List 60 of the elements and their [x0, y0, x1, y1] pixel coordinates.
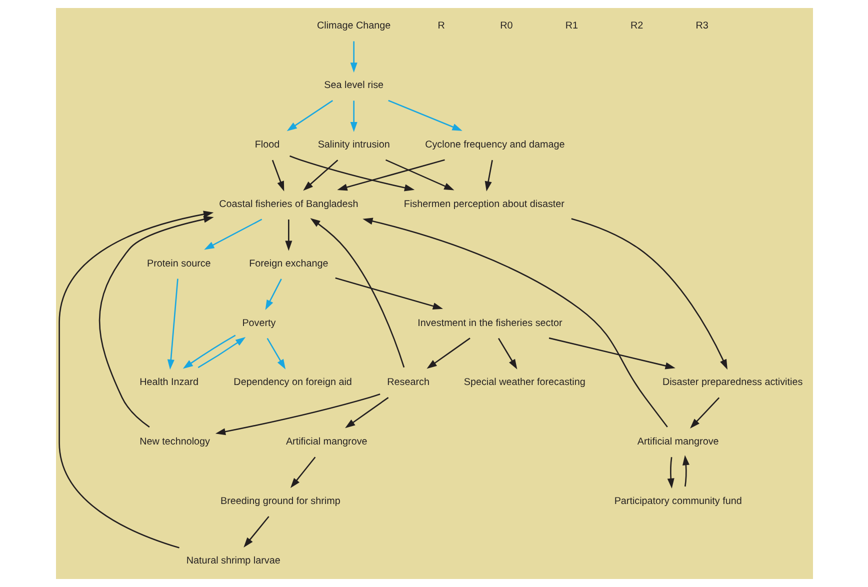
arrow — [284, 220, 292, 251]
arrow — [243, 516, 269, 548]
node-text: Breeding ground for shrimp — [220, 496, 340, 507]
arrow — [214, 393, 380, 436]
arrow — [336, 159, 444, 191]
arrow — [570, 218, 727, 370]
node-text: Cyclone frequency and damage — [424, 140, 564, 151]
node-text: Fishermen perception about disaster — [403, 198, 564, 210]
arrow — [197, 337, 246, 368]
arrow — [350, 100, 357, 132]
arrow — [289, 155, 414, 192]
node-text: Flood — [254, 140, 280, 151]
node-text: Foreign exchange — [248, 258, 328, 270]
node-text: Disaster preparedness activities — [662, 377, 802, 388]
arrow — [98, 216, 214, 428]
label: R0 — [500, 20, 512, 32]
arrow — [682, 455, 689, 487]
arrow — [58, 210, 214, 548]
label: R — [437, 20, 444, 32]
label: R1 — [564, 20, 578, 32]
arrow — [484, 160, 492, 192]
arrow — [302, 160, 338, 191]
label: R2 — [630, 20, 643, 32]
arrow — [690, 397, 720, 429]
node-text: New technology — [139, 436, 210, 448]
node-text: Poverty — [242, 318, 276, 329]
arrow — [204, 218, 262, 250]
node-text: Participatory community fund — [614, 496, 742, 507]
node-text: Artificial mangrove — [636, 436, 718, 448]
node-text: Health Inzard — [139, 377, 198, 388]
arrow — [384, 159, 454, 190]
node-text: Dependency on foreign aid — [233, 377, 352, 388]
node-text: Research — [386, 377, 429, 388]
arrow — [344, 397, 388, 428]
arrow — [182, 334, 236, 369]
arrow — [286, 100, 333, 132]
arrow — [271, 160, 284, 192]
arrow — [426, 338, 470, 369]
arrow — [548, 337, 675, 370]
node-text: Salinity intrusion — [317, 140, 390, 151]
arrow — [266, 338, 286, 370]
node-text: Protein source — [146, 258, 210, 270]
node-text: Coastal fisheries of Bangladesh — [218, 198, 358, 210]
arrow — [666, 457, 674, 488]
node-text: Natural shrimp larvae — [186, 555, 280, 566]
node-text: Climage Change — [316, 20, 390, 32]
arrow — [362, 218, 668, 428]
label: R3 — [695, 20, 708, 32]
node-text: Artificial mangrove — [285, 436, 367, 448]
arrow — [388, 100, 462, 131]
node-text: Investment in the fisheries sector — [417, 318, 562, 329]
node-text: Special weather forecasting — [463, 377, 585, 388]
arrow — [334, 277, 442, 310]
arrow — [310, 218, 404, 368]
arrow — [290, 456, 316, 488]
arrow — [350, 41, 357, 73]
arrow — [166, 278, 178, 370]
node-text: Sea level rise — [324, 80, 384, 92]
arrow — [264, 278, 282, 310]
arrow — [497, 338, 517, 370]
